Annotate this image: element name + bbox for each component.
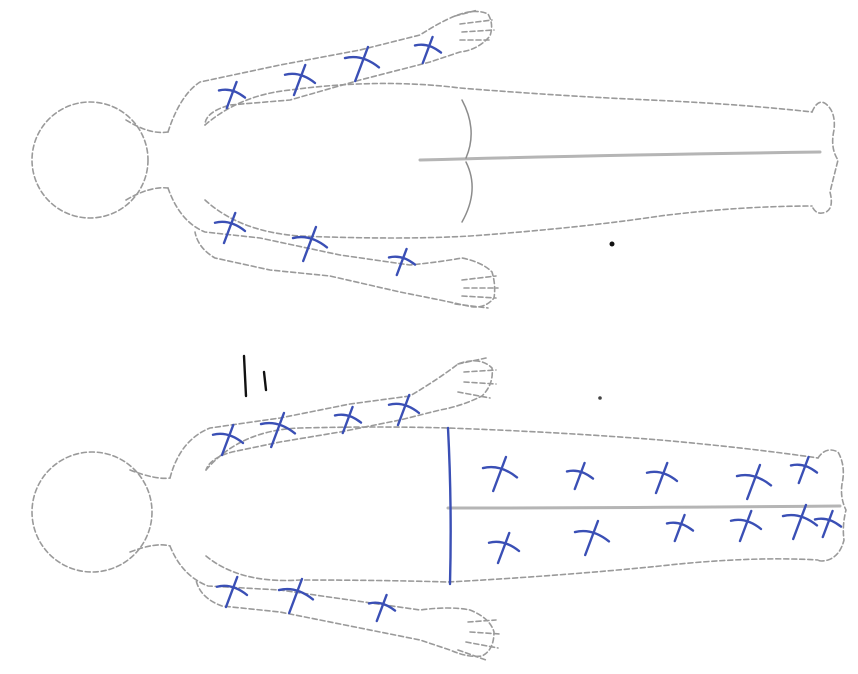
- back-ink-x-mark: [647, 463, 677, 493]
- front-stray-dot: [610, 242, 615, 247]
- back-head: [32, 452, 152, 572]
- front-ink-x-mark: [293, 227, 327, 261]
- back-ink-x-mark: [279, 579, 313, 613]
- back-ink-x-mark: [369, 595, 395, 621]
- back-waist-line-ink: [448, 428, 451, 584]
- front-midline: [420, 152, 820, 160]
- back-stray-dot: [598, 396, 602, 400]
- back-stray-mark: [244, 356, 266, 396]
- back-view-figure: [32, 356, 846, 660]
- front-abdomen-curve-upper: [462, 100, 471, 158]
- back-ink-x-mark: [483, 457, 517, 491]
- front-arm-upper-outer: [168, 11, 492, 132]
- back-ink-x-mark: [783, 505, 817, 539]
- back-ink-x-mark: [575, 521, 609, 555]
- front-feet: [812, 102, 838, 213]
- front-view-figure: [32, 10, 838, 308]
- front-neck-upper: [126, 120, 168, 133]
- front-arm-lower-outer: [168, 188, 495, 307]
- back-ink-x-mark: [815, 511, 841, 537]
- front-ink-x-mark: [215, 213, 245, 243]
- back-ink-x-mark: [791, 457, 817, 483]
- front-hand-lower-fingers: [455, 276, 498, 308]
- ink-marks-layer: [213, 37, 841, 621]
- back-torso-lower-side: [206, 556, 818, 582]
- back-torso-upper-side: [206, 427, 818, 470]
- back-neck-lower: [130, 545, 170, 552]
- back-ink-x-mark: [737, 465, 771, 499]
- back-ink-x-mark: [217, 577, 247, 607]
- back-ink-x-mark: [667, 515, 693, 541]
- back-ink-x-mark: [489, 533, 519, 563]
- back-hand-upper-fingers: [458, 358, 496, 398]
- back-midline: [448, 506, 840, 508]
- front-neck-lower: [126, 188, 168, 200]
- back-ink-x-mark: [731, 511, 761, 541]
- front-torso-lower-side: [205, 200, 812, 238]
- back-arm-upper-outer: [170, 361, 492, 478]
- front-abdomen-curve-lower: [462, 162, 472, 222]
- back-ink-x-mark: [567, 463, 593, 489]
- front-head: [32, 102, 148, 218]
- back-arm-lower-outer: [170, 546, 494, 656]
- back-ink-x-mark: [389, 395, 419, 425]
